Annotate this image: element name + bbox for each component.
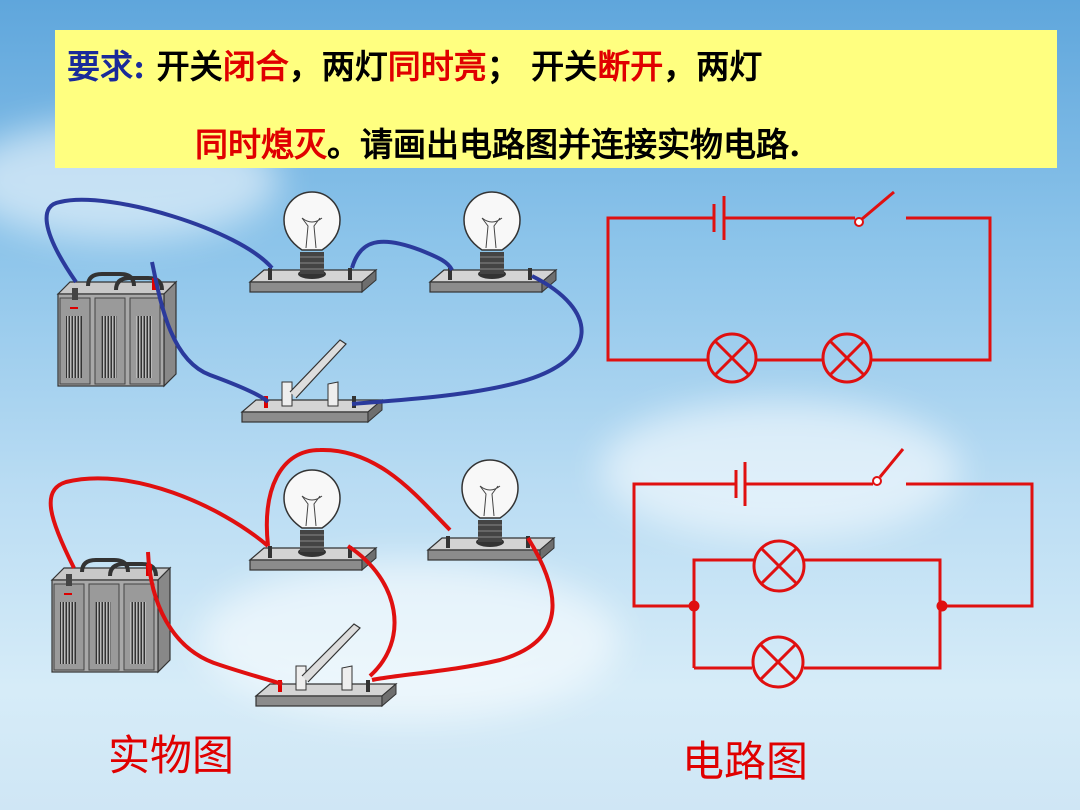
requirement-label: 要求: [67, 47, 146, 86]
bulb-icon [249, 191, 377, 293]
lamp-symbol [751, 635, 805, 689]
cloud-decoration [600, 400, 960, 540]
requirement-text-segment: ，两灯 [288, 47, 388, 86]
parallel-circuit-diagram [632, 448, 1034, 689]
requirement-text-segment: 断开 [597, 47, 664, 86]
requirement-banner: 要求: 开关闭合，两灯同时亮； 开关断开，两灯 同时熄灭。请画出电路图并连接实物… [55, 30, 1057, 168]
bulb-icon [427, 459, 555, 561]
requirement-text-segment: 。请画出电路图并连接实物电路. [327, 125, 801, 164]
physical-diagram-caption: 实物图 [108, 731, 235, 780]
lamp-symbol [821, 332, 873, 384]
lamp-symbol [752, 539, 806, 593]
requirement-text-segment: 同时亮 [387, 47, 487, 86]
requirement-line-2: 同时熄灭。请画出电路图并连接实物电路. [195, 118, 801, 166]
requirement-text-segment: 闭合 [222, 47, 289, 86]
requirement-text-segment: 开关 [145, 47, 223, 86]
requirement-text-segment: ，两灯 [663, 47, 763, 86]
requirement-text-segment: 同时熄灭 [195, 125, 327, 164]
top-physical-circuit [44, 191, 584, 423]
requirement-text-segment: ； 开关 [486, 47, 598, 86]
lamp-symbol [706, 332, 758, 384]
series-circuit-diagram [606, 190, 992, 384]
bottom-physical-circuit [48, 447, 555, 707]
circuit-diagram-caption: 电路图 [682, 737, 809, 786]
requirement-line-1: 要求: 开关闭合，两灯同时亮； 开关断开，两灯 [67, 40, 762, 88]
